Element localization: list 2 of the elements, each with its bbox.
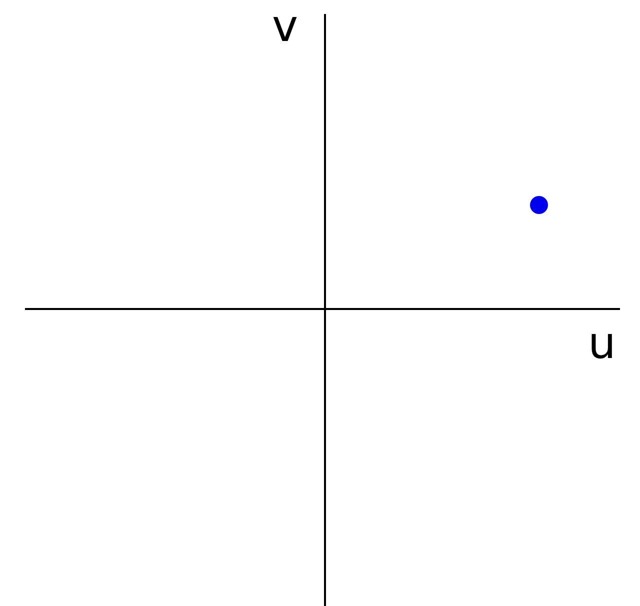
axis-label: u [588, 322, 616, 366]
axis-label: v [272, 5, 298, 49]
